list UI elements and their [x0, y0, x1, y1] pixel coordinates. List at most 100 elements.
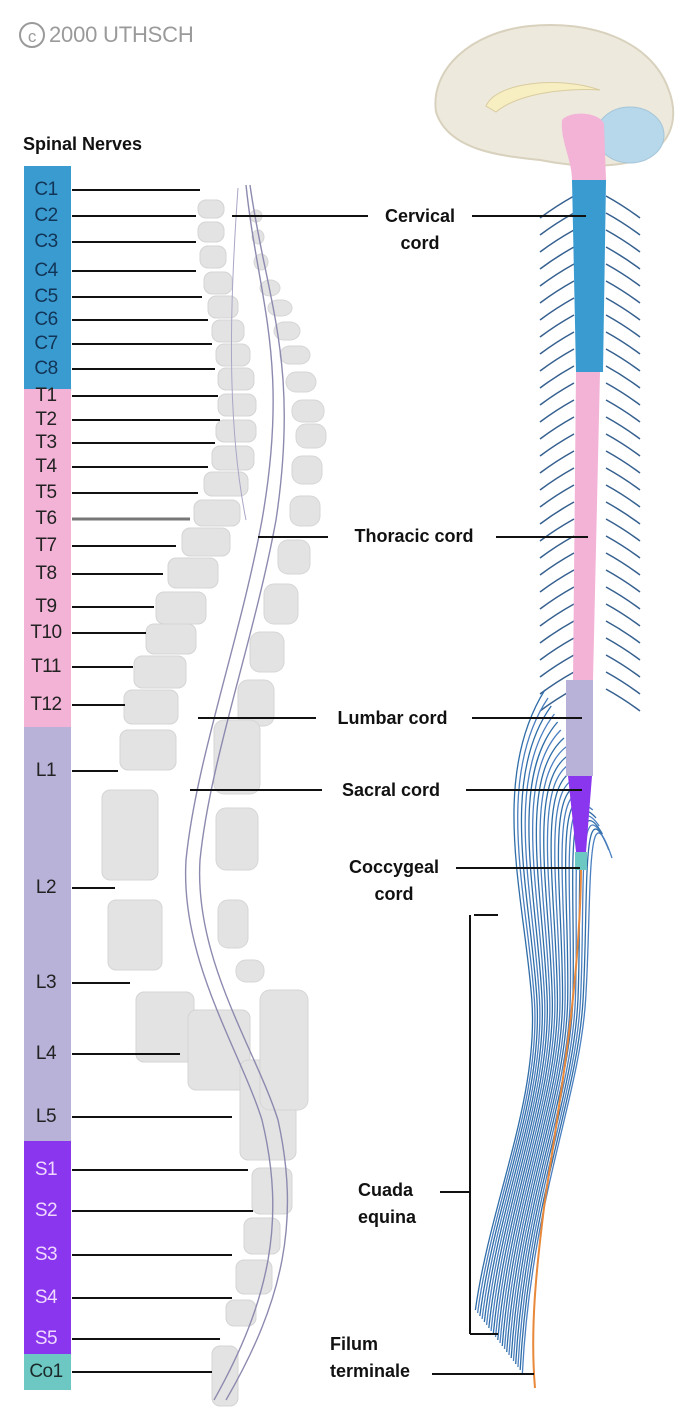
spinal-nerve-right — [605, 586, 641, 610]
spinal-nerve-left — [539, 297, 575, 321]
segment-label-c4: C4 — [34, 260, 58, 281]
vertebra — [167, 557, 219, 589]
spinous-process — [289, 495, 321, 527]
spinal-nerve-right — [605, 348, 641, 372]
vertebra — [215, 343, 251, 367]
segment-label-l1: L1 — [35, 760, 57, 781]
spinal-nerve-left — [539, 671, 575, 695]
copyright-notice: c 2000 UTHSCH — [19, 22, 194, 48]
vertebra — [203, 471, 249, 497]
vertebral-column — [101, 184, 327, 1407]
spinal-nerve-right — [605, 229, 641, 253]
spinal-nerve-right — [605, 314, 641, 338]
segment-label-c1: C1 — [34, 179, 58, 200]
label-filum-terminale: Filum terminale — [330, 1331, 430, 1385]
spinal-nerve-left — [539, 399, 575, 423]
segment-label-t8: T8 — [35, 563, 57, 584]
spinal-nerve-right — [605, 263, 641, 287]
spinal-nerve-left — [539, 246, 575, 270]
spinous-process — [259, 989, 309, 1111]
label-cauda-equina: Cuada equina — [358, 1177, 438, 1231]
spinous-process — [249, 631, 285, 673]
label-cervical-cord: Cervical cord — [372, 203, 468, 257]
spinal-nerve-left — [539, 314, 575, 338]
label-line: Lumbar cord — [337, 708, 448, 728]
corpus-callosum — [485, 82, 601, 113]
vertebra — [207, 295, 239, 319]
vertebra — [197, 199, 225, 219]
cauda-equina-strand — [501, 785, 584, 1347]
segment-label-t9: T9 — [35, 596, 57, 617]
spinal-cord-illustration — [474, 180, 641, 1389]
cauda-equina-strand — [481, 713, 555, 1320]
spinal-nerve-right — [605, 637, 641, 661]
segment-label-s5: S5 — [34, 1328, 58, 1349]
segment-label-c6: C6 — [34, 309, 58, 330]
cauda-equina-strand — [488, 737, 565, 1329]
segment-label-t4: T4 — [35, 456, 57, 477]
spinal-nerve-left — [539, 518, 575, 542]
vertebra — [217, 393, 257, 417]
label-line: Filum — [330, 1334, 378, 1354]
vertebra — [211, 445, 255, 471]
segment-label-t2: T2 — [35, 409, 57, 430]
spinal-nerve-left — [539, 212, 575, 236]
spinal-nerve-left — [539, 620, 575, 644]
segment-label-l5: L5 — [35, 1106, 57, 1127]
spinal-nerve-left — [539, 569, 575, 593]
spinal-nerve-left — [539, 467, 575, 491]
cauda-equina-strand — [494, 761, 574, 1338]
spinal-nerve-right — [605, 518, 641, 542]
segment-label-s2: S2 — [34, 1200, 58, 1221]
cauda-equina-strand — [506, 798, 590, 1353]
segment-label-co1: Co1 — [29, 1361, 63, 1382]
vertebra — [225, 1299, 257, 1327]
spinal-nerve-left — [539, 586, 575, 610]
spinal-nerve-left — [539, 229, 575, 253]
band-lumbar — [24, 727, 71, 1141]
spinal-nerve-left — [539, 654, 575, 678]
spinal-nerve-right — [605, 331, 641, 355]
spinal-nerve-right — [605, 212, 641, 236]
spinal-nerve-left — [539, 501, 575, 525]
vertebra — [107, 899, 163, 971]
brain-illustration — [434, 24, 675, 180]
cauda-equina-strand — [521, 832, 613, 1374]
spinal-nerve-left — [539, 263, 575, 287]
spinal-nerve-right — [605, 484, 641, 508]
label-line: cord — [374, 884, 414, 904]
vertebra — [133, 655, 187, 689]
segment-label-t5: T5 — [35, 482, 57, 503]
spinal-nerve-left — [539, 348, 575, 372]
spinal-nerve-right — [605, 365, 641, 389]
brainstem — [561, 113, 606, 180]
label-line: equina — [358, 1207, 417, 1227]
segment-label-c3: C3 — [34, 231, 58, 252]
spinous-process — [273, 321, 301, 341]
vertebra — [145, 623, 197, 655]
segment-label-t12: T12 — [30, 694, 62, 715]
vertebra — [101, 789, 159, 881]
segment-label-c7: C7 — [34, 333, 58, 354]
spinal-nerve-left — [539, 637, 575, 661]
spinous-process — [291, 455, 323, 485]
spinal-nerve-right — [605, 671, 641, 695]
copyright-icon: c — [19, 22, 45, 48]
segment-label-c2: C2 — [34, 205, 58, 226]
spinous-process — [285, 371, 317, 393]
spinal-nerve-right — [605, 569, 641, 593]
copyright-text: 2000 UTHSCH — [49, 22, 194, 47]
spinous-process — [213, 719, 261, 795]
spinal-nerve-right — [605, 416, 641, 440]
segment-label-t6: T6 — [35, 508, 57, 529]
spinal-nerve-left — [539, 450, 575, 474]
vertebra — [197, 221, 225, 243]
segment-label-s1: S1 — [34, 1159, 58, 1180]
vertebra — [199, 245, 227, 269]
cerebellum — [595, 106, 665, 164]
band-coccygeal — [24, 1354, 71, 1390]
segment-label-t10: T10 — [30, 622, 62, 643]
label-line: Cervical — [384, 206, 456, 226]
spinal-nerve-right — [605, 501, 641, 525]
